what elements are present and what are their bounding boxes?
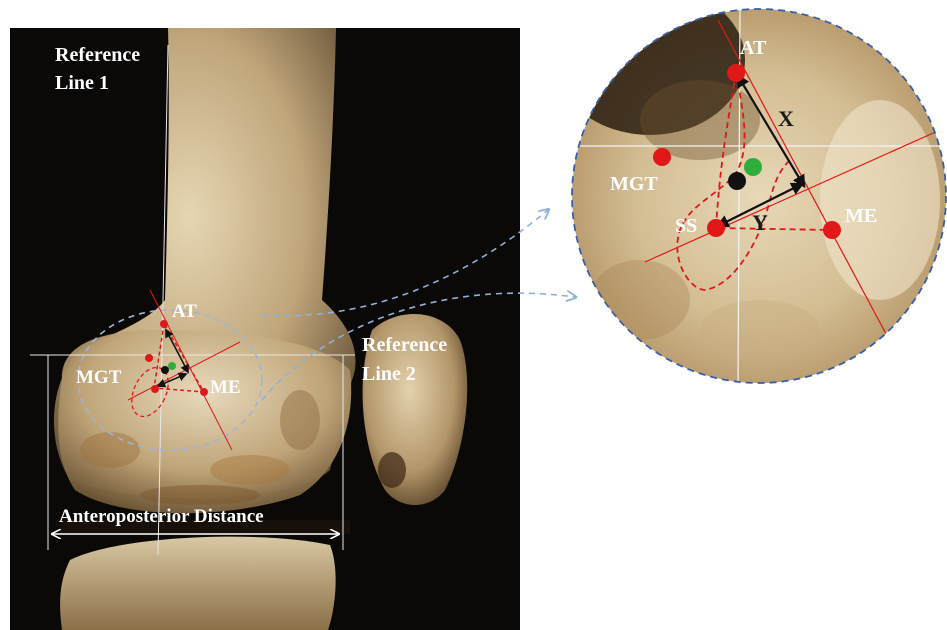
mgt-point xyxy=(653,148,671,166)
at-label: AT xyxy=(740,37,767,59)
reference-line-1-label-a: Reference xyxy=(55,44,140,66)
tibia xyxy=(60,537,336,630)
at-point xyxy=(727,64,745,82)
small-me-label: ME xyxy=(210,377,241,398)
black-centroid xyxy=(728,172,746,190)
green-centroid xyxy=(744,158,762,176)
patella-dark-spot xyxy=(378,452,406,488)
ss-label: SS xyxy=(675,215,697,237)
reference-line-1-label-b: Line 1 xyxy=(55,72,109,94)
small-black-centroid xyxy=(161,366,169,374)
ct-reconstruction-panel: Reference Line 1 Reference Line 2 AT MGT… xyxy=(10,28,520,630)
small-green-centroid xyxy=(168,362,176,370)
me-point xyxy=(823,221,841,239)
reference-line-2-label-b: Line 2 xyxy=(362,363,416,385)
small-ss-point xyxy=(151,385,159,393)
x-label: X xyxy=(778,106,794,131)
mgt-label: MGT xyxy=(610,173,658,195)
small-at-label: AT xyxy=(172,301,197,322)
small-mgt-label: MGT xyxy=(76,367,122,388)
y-label: Y xyxy=(752,210,768,235)
reference-line-2-label-a: Reference xyxy=(362,334,447,356)
me-label: ME xyxy=(845,205,877,227)
ap-distance-label: Anteroposterior Distance xyxy=(59,506,264,527)
magnified-view: AT MGT ME SS X Y xyxy=(555,0,947,390)
ss-point xyxy=(707,219,725,237)
small-at-point xyxy=(160,320,168,328)
small-mgt-point xyxy=(145,354,153,362)
small-me-point xyxy=(200,388,208,396)
